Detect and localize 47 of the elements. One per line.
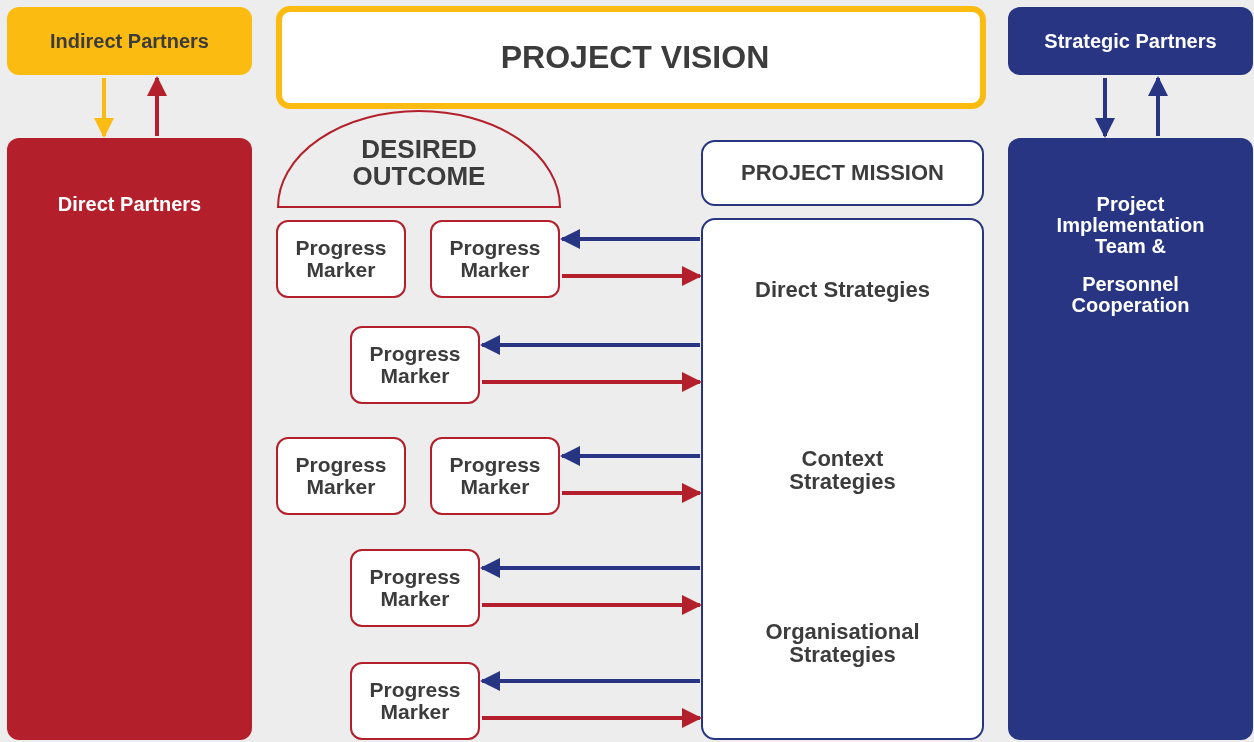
node-text: PROJECT MISSION — [740, 161, 945, 185]
node-text: Progress Marker — [448, 236, 542, 282]
arrow — [562, 483, 702, 503]
arrow — [1148, 76, 1168, 136]
arrow — [482, 372, 702, 392]
arrow — [560, 446, 700, 466]
node-text: DESIRED OUTCOME — [351, 136, 487, 191]
node-text: Strategic Partners — [1043, 30, 1218, 52]
marker-box — [350, 326, 480, 404]
node-text: Indirect Partners — [49, 30, 210, 52]
node-text: Personnel Cooperation — [1070, 274, 1191, 316]
marker-box — [350, 549, 480, 627]
semicircle-shape — [277, 110, 561, 208]
marker-box — [276, 220, 406, 298]
process-box — [701, 218, 984, 740]
node-text: Context Strategies — [788, 447, 897, 494]
node-text: Organisational Strategies — [764, 620, 921, 667]
node-text: Progress Marker — [368, 342, 462, 388]
arrow — [560, 229, 700, 249]
node-text: Progress Marker — [448, 453, 542, 499]
node-text: Progress Marker — [294, 453, 388, 499]
node-text: Progress Marker — [294, 236, 388, 282]
node-text: PROJECT VISION — [499, 40, 771, 75]
marker-box — [430, 220, 560, 298]
arrow — [480, 335, 700, 355]
marker-box — [430, 437, 560, 515]
arrow — [480, 671, 700, 691]
label-box — [7, 7, 252, 75]
node-text: Direct Partners — [56, 194, 203, 215]
arrow — [482, 708, 702, 728]
arrow — [562, 266, 702, 286]
process-box — [701, 140, 984, 206]
arrow — [482, 595, 702, 615]
label-box — [1008, 7, 1253, 75]
label-box — [1008, 138, 1253, 740]
marker-box — [276, 437, 406, 515]
arrow — [94, 78, 114, 138]
arrow — [480, 558, 700, 578]
vision-box — [276, 6, 986, 109]
node-text: Project Implementation Team & — [1055, 194, 1206, 257]
node-text: Progress Marker — [368, 678, 462, 724]
node-text: Direct Strategies — [754, 278, 931, 302]
panel — [7, 138, 252, 740]
arrow — [147, 76, 167, 136]
arrow — [1095, 78, 1115, 138]
marker-box — [350, 662, 480, 740]
node-text: Progress Marker — [368, 565, 462, 611]
